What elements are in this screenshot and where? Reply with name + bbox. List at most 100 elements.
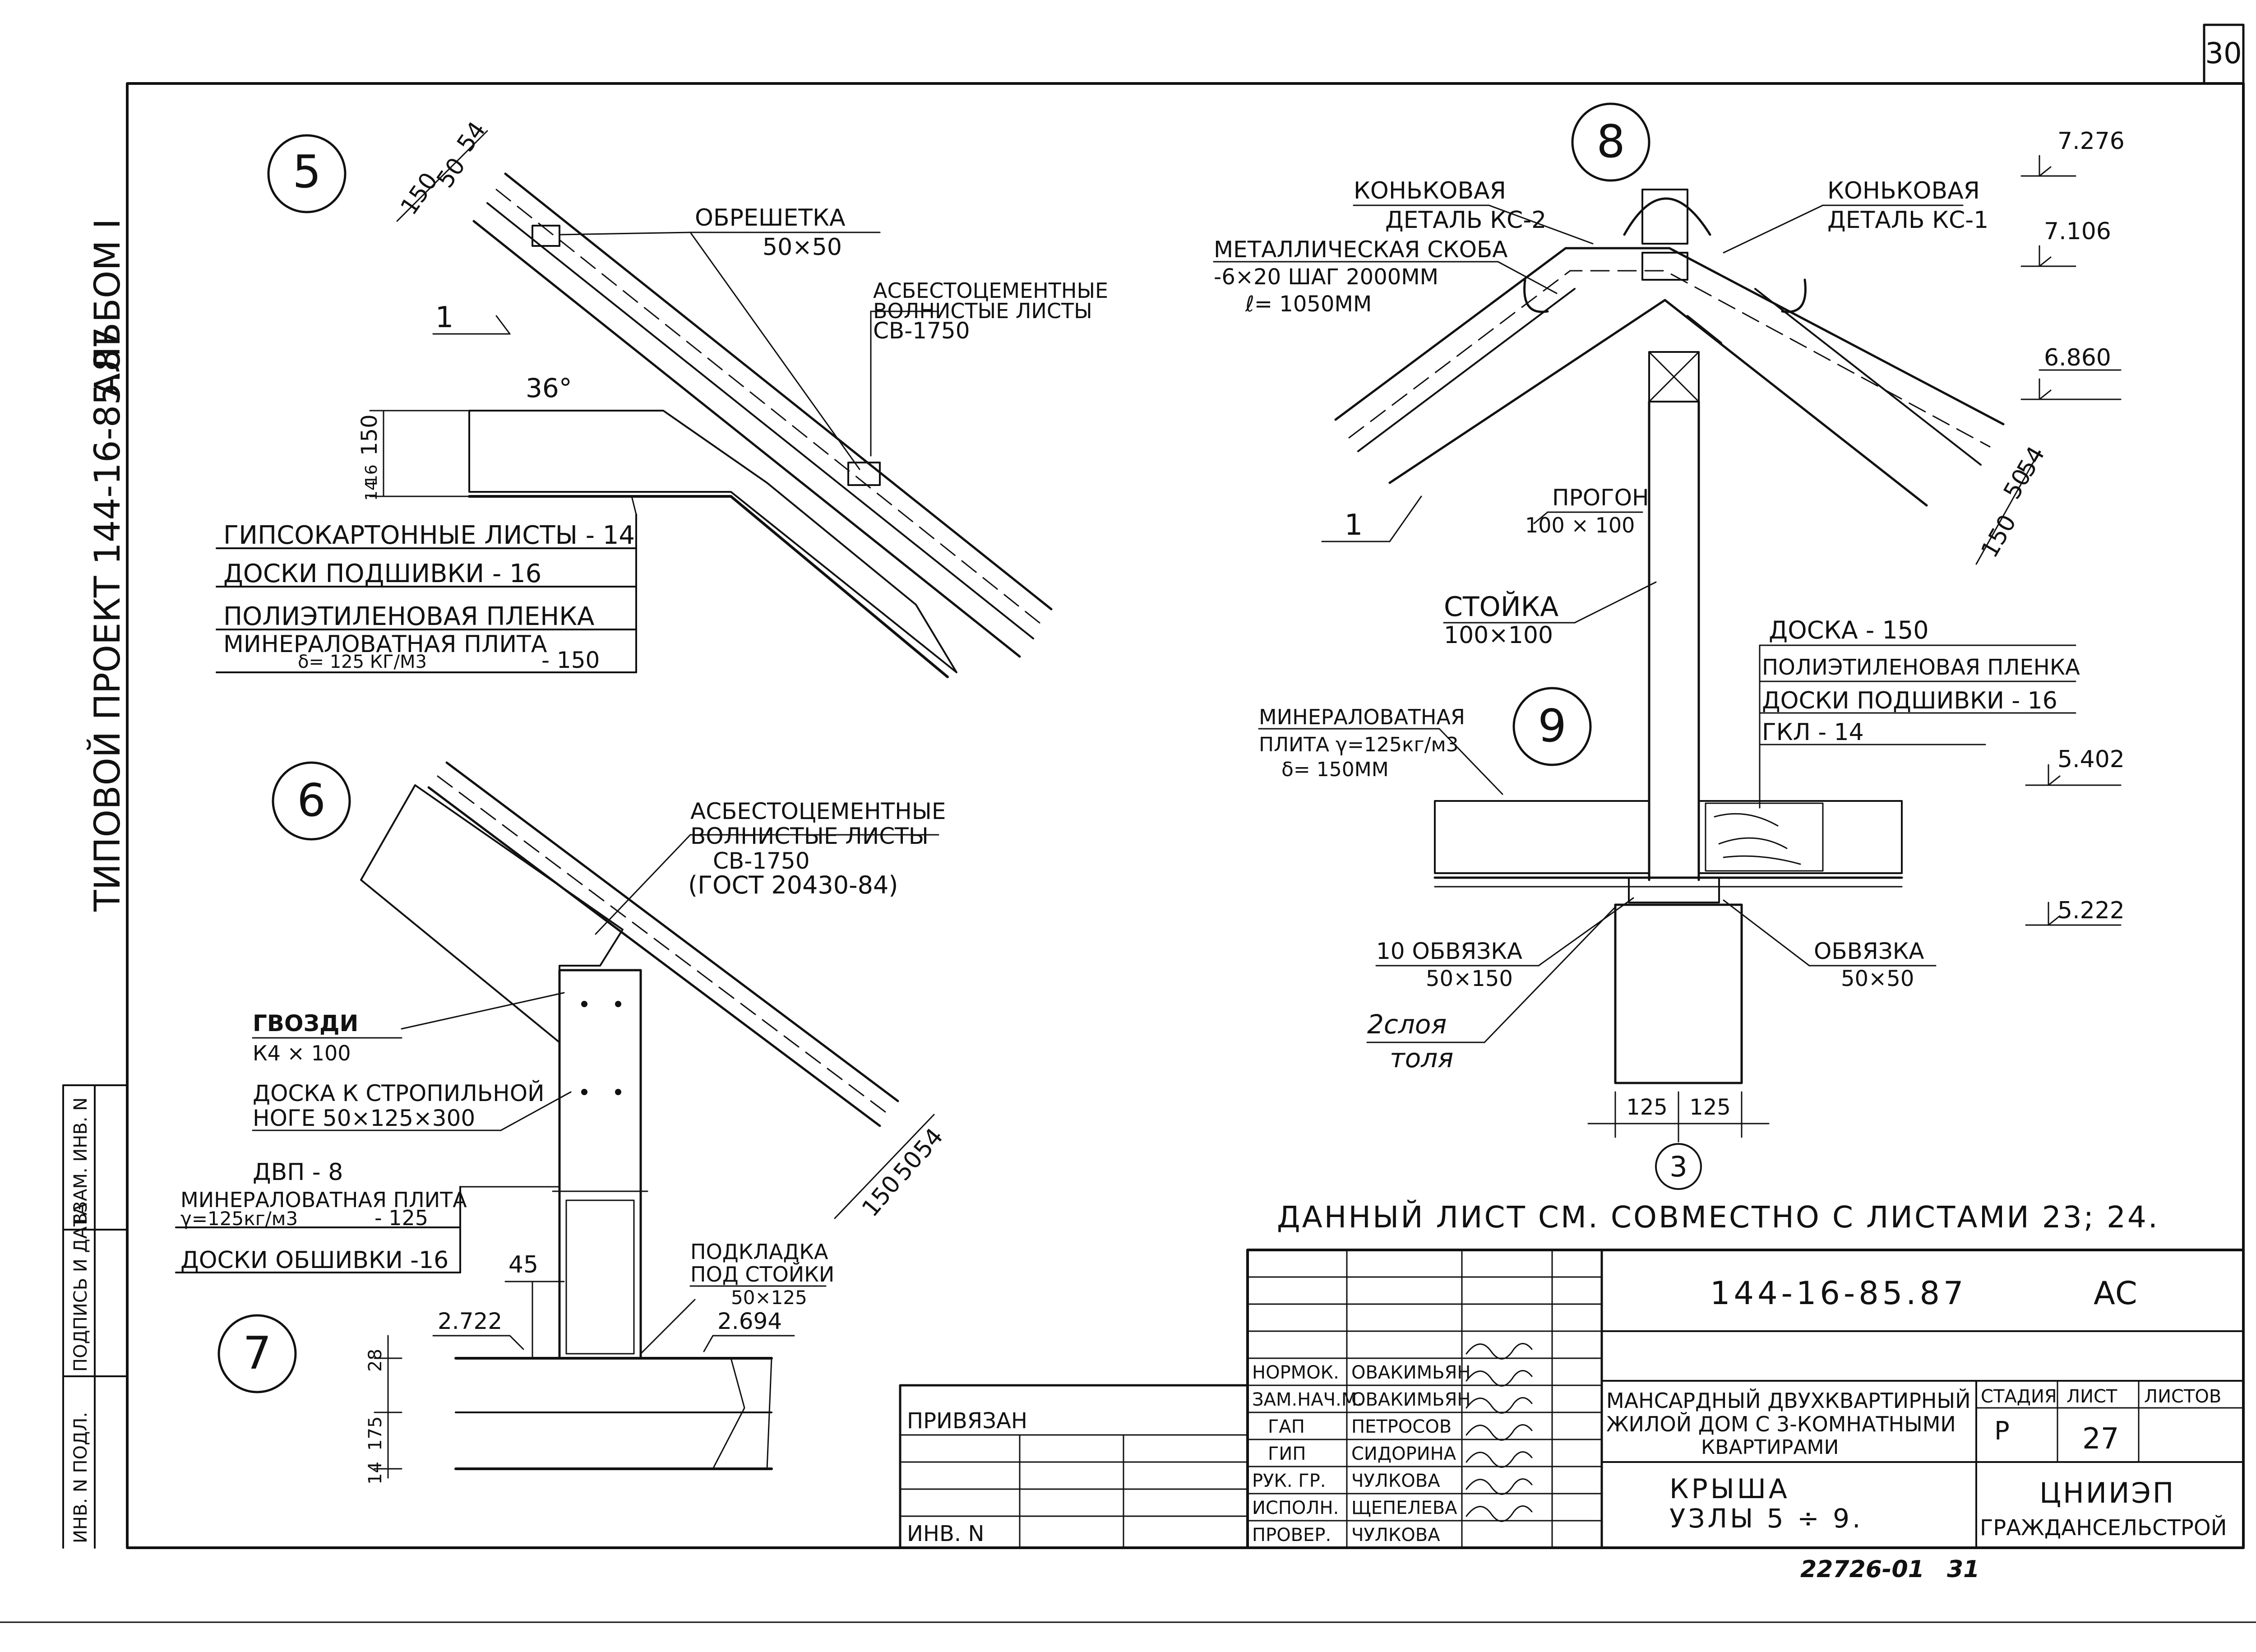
title-inv-label: ИНВ. N [907, 1521, 984, 1546]
node-5-sheets-code: СВ-1750 [873, 318, 970, 344]
node-7-marker-label: 7 [243, 1327, 272, 1379]
node-8-post-size: 100×100 [1444, 622, 1553, 649]
node-6-layer-density: γ=125кг/м3 [180, 1208, 298, 1230]
node-6-layer-2: ДОСКИ ОБШИВКИ -16 [180, 1247, 448, 1274]
node-6-board-line2: НОГЕ 50×125×300 [253, 1105, 475, 1131]
node-8-level-2: 7.106 [2044, 218, 2111, 245]
title-role-5: РУК. ГР. [1252, 1471, 1326, 1491]
node-8-post-title: СТОЙКА [1444, 590, 1558, 623]
title-archive-code: 22726-01 [1800, 1556, 1924, 1583]
node-6: 6 [175, 761, 939, 1479]
node-7-dim-45: 45 [509, 1251, 538, 1278]
node-5-layer-2: ДОСКИ ПОДШИВКИ - 16 [223, 559, 541, 588]
node-6-marker-label: 6 [297, 774, 326, 827]
node-6-rafter-insulation [360, 784, 624, 1043]
node-9-plate [1628, 877, 1720, 903]
stamp-replaced-inv: ВЗАМ. ИНВ. N [70, 1097, 91, 1225]
title-stage-header: СТАДИЯ [1981, 1386, 2057, 1407]
node-9-marker-label: 9 [1538, 699, 1567, 752]
node-9-wool-line3: δ= 150ММ [1281, 758, 1389, 781]
node-5-dim-54: 54 [452, 117, 491, 157]
node-9-insulation-left [1434, 800, 1650, 874]
title-role-2: ЗАМ.НАЧ.М. [1252, 1389, 1363, 1410]
title-role-4: ГИП [1268, 1444, 1306, 1464]
node-7-pad-line2: ПОД СТОЙКИ [690, 1262, 834, 1286]
node-9-felt-line2: толя [1390, 1043, 1453, 1074]
node-6-nails-title: ГВОЗДИ [253, 1010, 358, 1037]
node-6-layer-1: МИНЕРАЛОВАТНАЯ ПЛИТА [180, 1188, 467, 1212]
node-8-clip-line1: МЕТАЛЛИЧЕСКАЯ СКОБА [1214, 236, 1507, 263]
node-6-dim-150: 150 [857, 1171, 906, 1222]
node-8-purlin [1648, 351, 1700, 403]
node-7-marker [217, 1314, 297, 1393]
node-8-clip-line2: -6×20 ШАГ 2000ММ [1214, 264, 1438, 290]
node-9-wool-line1: МИНЕРАЛОВАТНАЯ [1259, 705, 1465, 729]
project-label: ТИПОВОЙ ПРОЕКТ 144-16-85.87 [87, 327, 128, 912]
node-9-plate-left-title: 10 ОБВЯЗКА [1376, 938, 1522, 964]
node-5-marker [267, 134, 347, 213]
node-8-purlin-title: ПРОГОН [1552, 485, 1649, 511]
node-7-vdim-28: 28 [365, 1349, 386, 1372]
title-role-1: НОРМОК. [1252, 1362, 1339, 1383]
node-7-vdim-14: 14 [365, 1462, 386, 1485]
node-5-layer-density: δ= 125 КГ/М3 [298, 652, 427, 672]
node-6-sheets-line2: ВОЛНИСТЫЕ ЛИСТЫ [690, 823, 929, 849]
node-5-batten-title: ОБРЕШЕТКА [695, 204, 846, 231]
title-name-3: ПЕТРОСОВ [1351, 1416, 1452, 1437]
title-archive-sheet: 31 [1947, 1556, 1979, 1583]
album-label: АЛЬБОМ I [88, 218, 128, 397]
node-9-level-2: 5.222 [2057, 897, 2125, 924]
title-bound-label: ПРИВЯЗАН [907, 1408, 1027, 1434]
node-6-sheets-code: СВ-1750 [713, 848, 810, 874]
stamp-signature-date: ПОДПИСЬ И ДАТА [70, 1203, 91, 1372]
node-8-axis: 1 [1345, 509, 1363, 542]
node-8-ridge2-line1: КОНЬКОВАЯ [1354, 177, 1506, 204]
title-project-line3: КВАРТИРАМИ [1701, 1436, 1839, 1459]
node-9-insulation-right [1698, 800, 1903, 874]
node-5-marker-label: 5 [292, 145, 321, 198]
node-6-layers-title: ДВП - 8 [253, 1159, 343, 1186]
node-7-level-left: 2.722 [438, 1308, 502, 1334]
title-role-7: ПРОВЕР. [1252, 1525, 1331, 1546]
node-9-axis-marker [1655, 1143, 1702, 1190]
node-8-clip-line3: ℓ= 1050ММ [1245, 292, 1372, 317]
node-5-axis: 1 [435, 301, 454, 334]
node-9-axis: 3 [1669, 1150, 1687, 1183]
node-5-sheets-line2: ВОЛНИСТЫЕ ЛИСТЫ [873, 299, 1092, 323]
title-stage-code: АС [2094, 1275, 2137, 1312]
sheet-note: ДАННЫЙ ЛИСТ СМ. СОВМЕСТНО С ЛИСТАМИ 23; … [1277, 1199, 2159, 1235]
node-5-layer-thick: - 150 [541, 647, 600, 673]
node-8-purlin-size: 100 × 100 [1525, 513, 1635, 537]
node-8-marker [1571, 102, 1650, 182]
title-sheet-line1: КРЫША [1669, 1473, 1790, 1505]
node-9-layer-3: ДОСКИ ПОДШИВКИ - 16 [1762, 687, 2057, 714]
node-6-marker [272, 761, 351, 841]
node-9-layer-1: ДОСКА - 150 [1769, 616, 1929, 644]
title-name-4: СИДОРИНА [1351, 1444, 1456, 1464]
title-code: 144-16-85.87 [1710, 1275, 1967, 1312]
title-block [899, 1249, 2245, 1549]
title-stage-value: Р [1994, 1416, 2010, 1446]
title-project-line2: ЖИЛОЙ ДОМ С 3-КОМНАТНЫМИ [1606, 1412, 1956, 1436]
node-9-layer-4: ГКЛ - 14 [1762, 719, 1864, 746]
node-8-level-3: 6.860 [2044, 344, 2111, 371]
node-9-wall [1614, 903, 1743, 1084]
node-7-vdim-175: 175 [365, 1416, 386, 1451]
node-5: 5 [216, 130, 1053, 678]
node-6-sheets-gost: (ГОСТ 20430-84) [688, 871, 898, 899]
node-7-pad-size: 50×125 [731, 1286, 807, 1309]
node-5-layer-4: МИНЕРАЛОВАТНАЯ ПЛИТА [223, 631, 547, 658]
node-6-board-line1: ДОСКА К СТРОПИЛЬНОЙ [253, 1080, 545, 1106]
node-5-left-dim-14: 14 [362, 480, 381, 501]
node-6-nails-size: К4 × 100 [253, 1041, 351, 1065]
node-6-layer-thick: - 125 [374, 1206, 428, 1230]
node-6-sheets-line1: АСБЕСТОЦЕМЕНТНЫЕ [690, 798, 946, 824]
node-8-ridge1-line1: КОНЬКОВАЯ [1827, 177, 1980, 204]
signatures [1465, 1343, 1533, 1522]
title-name-5: ЧУЛКОВА [1351, 1471, 1440, 1491]
title-name-7: ЧУЛКОВА [1351, 1525, 1440, 1546]
node-8-marker-label: 8 [1596, 115, 1625, 168]
node-5-batten-size: 50×50 [763, 234, 842, 261]
title-org-line2: ГРАЖДАНСЕЛЬСТРОЙ [1980, 1515, 2227, 1541]
node-5-layer-3: ПОЛИЭТИЛЕНОВАЯ ПЛЕНКА [223, 602, 594, 631]
